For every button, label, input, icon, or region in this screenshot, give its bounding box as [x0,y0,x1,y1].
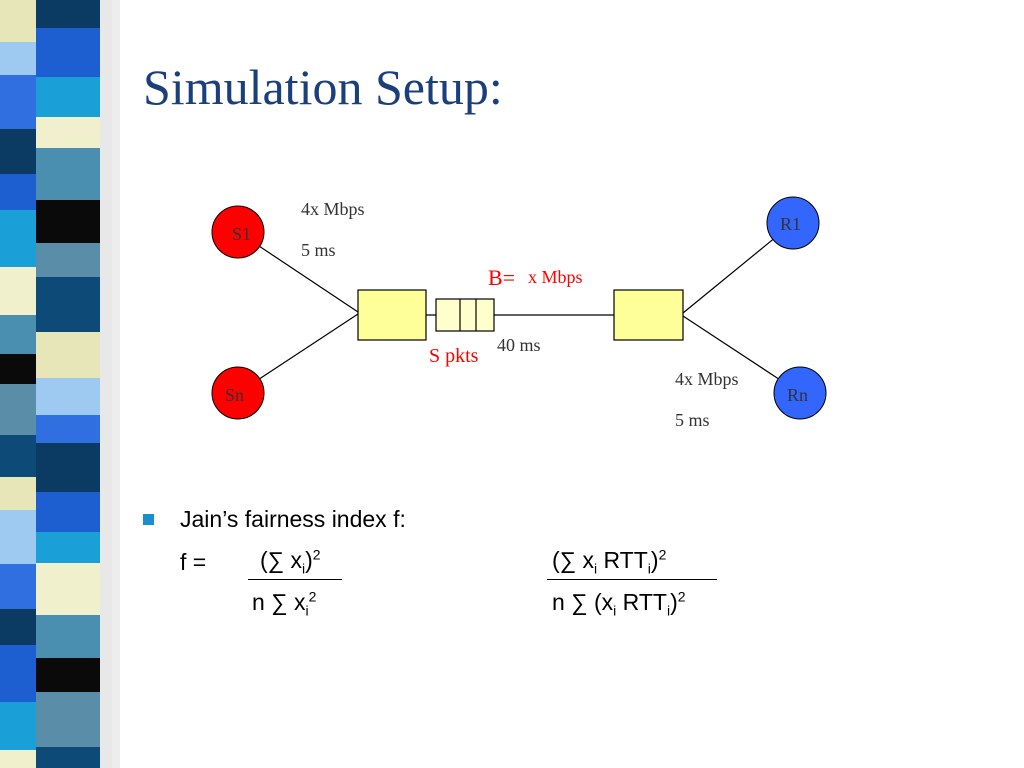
bottleneck-bandwidth: x Mbps [528,267,583,287]
bullet-marker [143,514,154,525]
source-node-sn [211,366,265,420]
formula-numerator-2: (∑ xi RTTi)2 [552,546,667,577]
fairness-index-heading: Jain’s fairness index f: [180,506,406,532]
fraction-bar-1 [248,579,342,580]
left-router-box [357,289,427,341]
left-link-delay: 5 ms [301,240,336,260]
receiver-node-r1 [766,196,820,250]
receiver-label-rn: Rn [787,385,808,405]
source-node-s1 [211,205,265,259]
left-link-bandwidth: 4x Mbps [301,199,365,219]
decorative-stripe [0,0,120,768]
source-label-s1: S1 [232,224,251,244]
bottleneck-delay: 40 ms [497,335,541,355]
right-link-delay: 5 ms [675,410,710,430]
right-link-bandwidth: 4x Mbps [675,369,739,389]
receiver-label-r1: R1 [780,214,801,234]
bottleneck-bandwidth-prefix: B= [488,265,515,290]
receiver-node-rn [773,366,827,420]
buffer-queue [435,298,495,332]
buffer-size-label: S pkts [429,345,479,367]
fraction-bar-2 [547,579,717,580]
formula-denominator-2: n ∑ (xi RTTi)2 [552,588,686,619]
formula-denominator-1: n ∑ xi2 [252,588,317,619]
source-label-sn: Sn [225,385,244,405]
formula-f-equals: f = [180,549,207,575]
formula-numerator-1: (∑ xi)2 [260,546,321,577]
page-title: Simulation Setup: [143,59,503,115]
right-router-box [613,289,684,341]
